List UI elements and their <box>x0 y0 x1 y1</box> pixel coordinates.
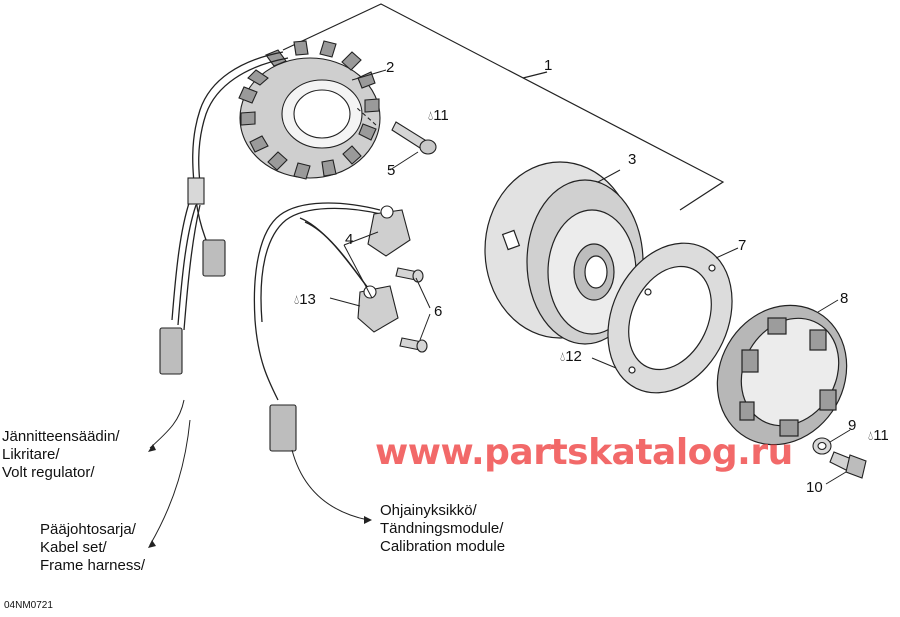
callout-1: 1 <box>544 57 553 74</box>
callout-8: 8 <box>840 290 849 307</box>
callout-5: 5 <box>387 162 396 179</box>
callout-11b: 💧︎11 <box>868 427 889 444</box>
assembly-bracket <box>282 3 725 211</box>
callout-7: 7 <box>738 237 747 254</box>
watermark: www.partskatalog.ru <box>375 432 793 473</box>
callout-13: 💧︎13 <box>294 291 316 308</box>
arrowheads <box>148 444 372 548</box>
callout-2: 2 <box>386 59 395 76</box>
callout-4: 4 <box>345 231 354 248</box>
callout-10: 10 <box>806 479 823 496</box>
trigger-ring <box>607 242 733 394</box>
leader-lines <box>149 69 851 546</box>
callout-12: 💧︎12 <box>560 348 582 365</box>
callout-6: 6 <box>434 303 443 320</box>
bolt <box>829 451 867 479</box>
volt-regulator-label: Jännitteensäädin/ Likritare/ Volt regula… <box>2 428 120 481</box>
drawing-code: 04NM0721 <box>4 600 53 611</box>
sprag-housing <box>716 304 848 446</box>
oil-drop-icon: 💧︎ <box>428 108 434 123</box>
oil-drop-icon: 💧︎ <box>294 292 300 307</box>
calibration-module-label: Ohjainyksikkö/ Tändningsmodule/ Calibrat… <box>380 502 506 555</box>
callout-11a: 💧︎11 <box>428 107 449 124</box>
washer <box>812 437 832 455</box>
screw <box>356 107 437 155</box>
callout-3: 3 <box>628 151 637 168</box>
frame-harness-label: Pääjohtosarja/ Kabel set/ Frame harness/ <box>40 521 146 574</box>
callout-9: 9 <box>848 417 857 434</box>
pickup-sensor <box>357 205 411 333</box>
oil-drop-icon: 💧︎ <box>560 349 566 364</box>
oil-drop-icon: 💧︎ <box>868 428 874 443</box>
connector <box>159 177 297 452</box>
sensor-screw <box>395 267 428 353</box>
stator <box>238 40 381 180</box>
